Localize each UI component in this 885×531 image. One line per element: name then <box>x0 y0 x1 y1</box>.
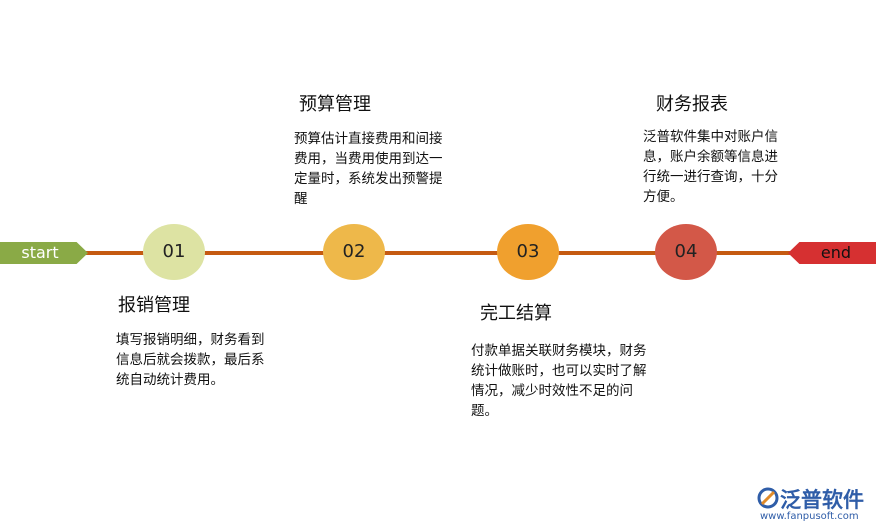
brand-logo: 泛普软件 www.fanpusoft.com <box>756 484 878 528</box>
start-arrow: start <box>0 242 88 264</box>
node-01: 01 <box>143 224 205 280</box>
end-arrow: end <box>788 242 876 264</box>
brand-logo-text: 泛普软件 <box>780 488 864 512</box>
node-02: 02 <box>323 224 385 280</box>
step-title-reports: 财务报表 <box>656 94 728 115</box>
step-desc-budget: 预算估计直接费用和间接费用，当费用使用到达一定量时，系统发出预警提醒 <box>294 131 443 207</box>
step-title-budget: 预算管理 <box>299 94 371 115</box>
step-desc-reports: 泛普软件集中对账户信息，账户余额等信息进行统一进行查询，十分方便。 <box>643 129 778 205</box>
timeline-line <box>82 251 800 255</box>
step-desc-reimbursement: 填写报销明细，财务看到信息后就会拨款，最后系统自动统计费用。 <box>116 332 265 388</box>
node-04: 04 <box>655 224 717 280</box>
step-title-reimbursement: 报销管理 <box>118 295 190 316</box>
fanpu-logo-icon <box>757 487 779 509</box>
step-desc-settlement: 付款单据关联财务模块，财务统计做账时，也可以实时了解情况，减少时效性不足的问题。 <box>471 343 647 419</box>
brand-logo-url: www.fanpusoft.com <box>760 511 859 522</box>
node-03: 03 <box>497 224 559 280</box>
step-title-settlement: 完工结算 <box>480 303 552 324</box>
